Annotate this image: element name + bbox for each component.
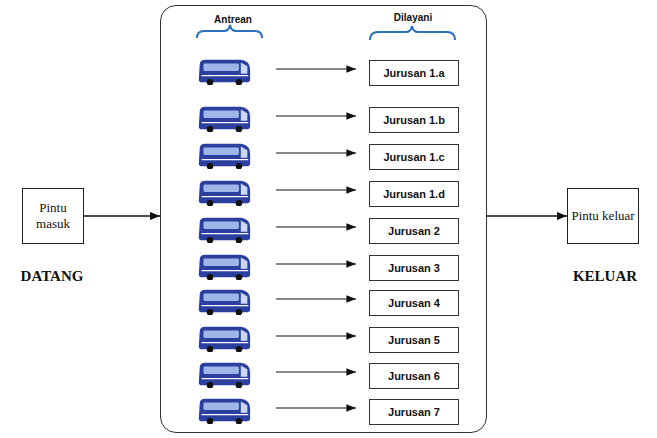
box-text: Jurusan 1.a	[383, 67, 444, 79]
route-box: Jurusan 1.d	[369, 181, 459, 207]
queue-arrow	[276, 115, 356, 116]
bus-icon	[199, 290, 250, 316]
queue-arrow	[276, 371, 356, 372]
box-text: Jurusan 5	[388, 334, 440, 346]
queue-arrow	[276, 226, 356, 227]
flow-arrow	[487, 215, 567, 216]
route-box: Jurusan 1.a	[369, 60, 459, 86]
bus-icon	[199, 399, 250, 425]
terminal-area: Antrean DilayaniJurusan 1.aJurusan 1.bJur…	[160, 5, 487, 433]
queue-arrow	[276, 335, 356, 336]
queue-arrow	[276, 263, 356, 264]
box-text: Jurusan 1.d	[383, 188, 445, 200]
bracket	[197, 25, 262, 38]
route-box: Jurusan 6	[369, 363, 459, 389]
box-text: Pintu keluar	[571, 208, 634, 224]
queue-arrow	[276, 68, 356, 69]
box-text: Pintu masuk	[26, 200, 80, 231]
bus-icon	[199, 327, 250, 353]
box-text: Jurusan 1.b	[383, 114, 445, 126]
queue-arrows	[276, 69, 356, 408]
bus-icon	[199, 60, 250, 86]
route-box: Jurusan 3	[369, 255, 459, 281]
bracket	[370, 26, 455, 40]
bus-icon	[199, 107, 250, 133]
flow-label: KELUAR	[573, 268, 637, 285]
box-text: Jurusan 6	[388, 370, 440, 382]
column-heading: Antrean	[214, 14, 252, 25]
route-box: Jurusan 4	[369, 290, 459, 316]
box-text: Jurusan 4	[388, 297, 440, 309]
box-text: Jurusan 3	[388, 262, 440, 274]
bus-icon	[199, 255, 250, 281]
flow-arrow	[84, 215, 160, 216]
box-text: Jurusan 1.c	[383, 151, 444, 163]
box-text: Jurusan 7	[388, 406, 440, 418]
queue-arrow	[276, 152, 356, 153]
exit-box: Pintu keluar	[567, 188, 639, 244]
bus-queue	[199, 60, 250, 425]
bus-icon	[199, 181, 250, 207]
route-box: Jurusan 7	[369, 399, 459, 425]
entry-box: Pintu masuk	[22, 188, 84, 244]
bus-icon	[199, 218, 250, 244]
bus-icon	[199, 144, 250, 170]
box-text: Jurusan 2	[388, 225, 440, 237]
queue-arrow	[276, 407, 356, 408]
column-heading: Dilayani	[394, 12, 432, 23]
bus-icon	[199, 363, 250, 389]
queue-arrow	[276, 298, 356, 299]
route-box: Jurusan 2	[369, 218, 459, 244]
route-box: Jurusan 5	[369, 327, 459, 353]
route-box: Jurusan 1.c	[369, 144, 459, 170]
flow-label: DATANG	[21, 268, 84, 285]
queue-arrow	[276, 189, 356, 190]
route-box: Jurusan 1.b	[369, 107, 459, 133]
